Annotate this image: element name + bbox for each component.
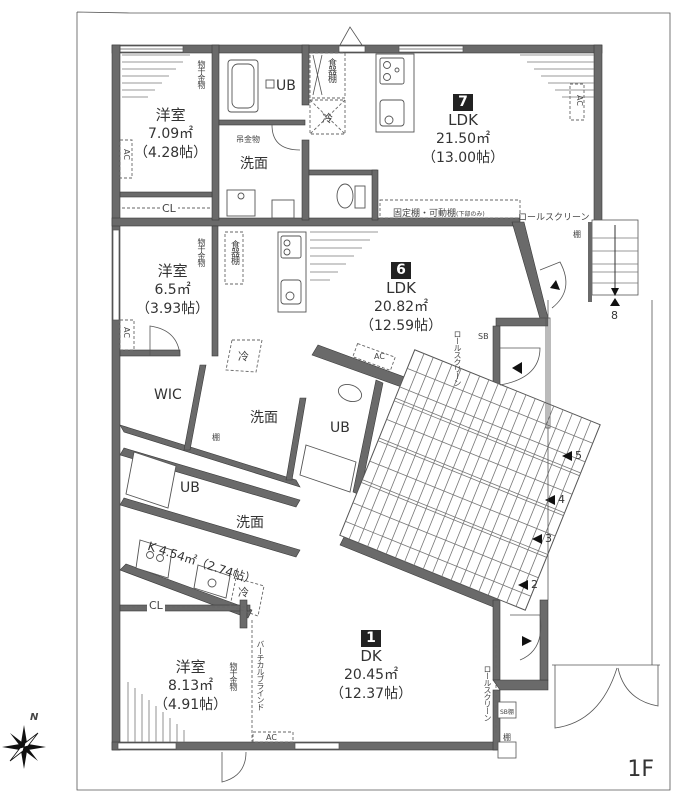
closet-label: CL — [147, 599, 165, 612]
unit-1-label: 1 DK 20.45㎡ （12.37帖） — [330, 628, 412, 702]
vertical-blind-label: バーチカルブラインド — [256, 640, 265, 710]
unit-tatami: （13.00帖） — [422, 149, 505, 166]
floor-label: 1F — [627, 757, 654, 782]
sb-shelf-label: SB棚 — [500, 709, 514, 716]
arrow-icon — [562, 451, 572, 461]
stair-number: 4 — [558, 493, 565, 506]
ac-label: AC — [266, 733, 277, 742]
unit-number-badge: 1 — [361, 630, 382, 647]
main-staircase — [339, 349, 601, 611]
unit-6-wic-label: WIC — [154, 387, 182, 403]
unit-type: LDK — [386, 279, 416, 297]
roll-screen-label: ロールスクリーン — [453, 330, 462, 386]
fixed-shelf-label: 固定棚・可動棚(下部のみ) — [393, 209, 485, 219]
unit-1-washroom-label: 洗面 — [236, 515, 264, 531]
fridge-label: 冷 — [238, 350, 249, 363]
fridge-label: 冷 — [238, 586, 249, 599]
ac-label: AC — [121, 327, 131, 338]
stair-number: 8 — [611, 309, 618, 322]
compass-rose-icon — [2, 725, 46, 769]
unit-7-bath-label: UB — [276, 78, 296, 94]
unit-type: LDK — [448, 111, 478, 129]
entrance-doors — [497, 261, 660, 759]
unit-6-label: 6 LDK 20.82㎡ （12.59帖） — [360, 260, 442, 334]
stair-number: 2 — [531, 578, 538, 591]
unit-7-washroom-label: 洗面 — [240, 156, 268, 172]
stair-number: 3 — [545, 532, 552, 545]
unit-7-label: 7 LDK 21.50㎡ （13.00帖） — [422, 92, 504, 166]
unit-7-bedroom-label: 洋室 7.09㎡ （4.28帖） — [134, 106, 208, 161]
unit-number-badge: 6 — [391, 262, 412, 279]
shelf-label: 棚 — [212, 433, 220, 442]
unit-type: DK — [360, 647, 382, 665]
ac-label: AC — [374, 352, 385, 361]
arrow-icon — [545, 495, 555, 505]
dish-shelf-label: 食器棚 — [326, 58, 336, 82]
side-staircase — [588, 219, 639, 306]
shelf-label: 棚 — [503, 733, 511, 742]
unit-tatami: （12.59帖） — [360, 317, 443, 334]
dish-shelf-label: 食器棚 — [229, 240, 239, 264]
sb-label: SB — [478, 332, 489, 341]
site-boundary — [76, 11, 671, 791]
unit-area: 21.50㎡ — [436, 131, 491, 148]
roll-screen-label: ロールスクリーン — [483, 665, 492, 721]
unit7-fixtures — [119, 26, 594, 219]
unit-tatami: （12.37帖） — [330, 685, 413, 702]
stair-arrows — [518, 451, 572, 590]
stair-number: 5 — [575, 449, 582, 462]
unit-area: 20.45㎡ — [344, 667, 399, 684]
unit-6-washroom-label: 洗面 — [250, 410, 278, 426]
ac-label: AC — [121, 149, 131, 160]
unit-6-bath-label: UB — [330, 420, 350, 436]
hanger-label: 物干金物 — [229, 662, 238, 690]
shelf-label: 棚 — [573, 230, 581, 239]
unit-1-bath-label: UB — [180, 480, 200, 496]
unit-number-badge: 7 — [453, 94, 474, 111]
unit6-fixtures — [119, 231, 396, 493]
unit-1-bedroom-label: 洋室 8.13㎡ （4.91帖） — [154, 658, 228, 713]
ac-label: AC — [574, 95, 584, 106]
hanger-label: 物干金物 — [197, 60, 206, 88]
arrow-icon — [518, 580, 528, 590]
fridge-label: 冷 — [322, 112, 333, 125]
arrow-icon — [532, 534, 542, 544]
closet-label: CL — [160, 202, 178, 215]
north-label: N — [30, 712, 39, 723]
hanging-rail-label: 吊金物 — [236, 135, 260, 144]
unit-area: 20.82㎡ — [374, 299, 429, 316]
hanger-label: 物干金物 — [197, 238, 206, 266]
unit-6-bedroom-label: 洋室 6.5㎡ （3.93帖） — [136, 262, 210, 317]
roll-screen-label: ロールスクリーン — [518, 213, 590, 223]
unit1-fixtures — [122, 451, 497, 783]
